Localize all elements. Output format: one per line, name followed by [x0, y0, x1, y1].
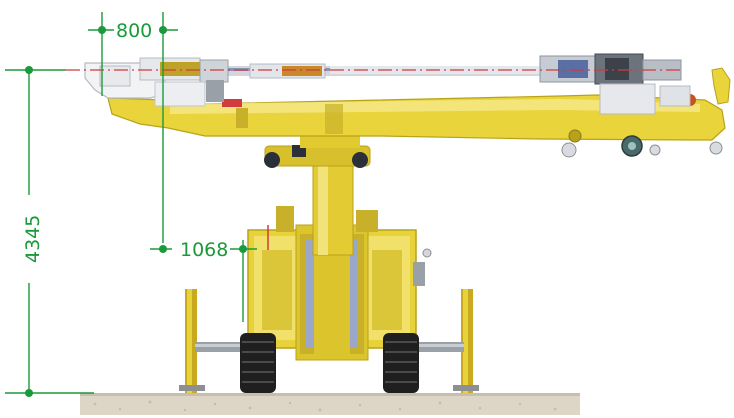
dimension-top-width	[88, 12, 178, 243]
right-track	[383, 333, 419, 393]
ground	[80, 393, 580, 415]
dimension-top-width-label: 800	[116, 20, 152, 42]
dimension-total-height-label: 4345	[22, 215, 44, 263]
dimension-side-offset-label: 1068	[180, 239, 228, 261]
dimension-side-offset	[150, 240, 257, 322]
left-track	[240, 333, 276, 393]
right-stabilizer	[412, 289, 479, 393]
left-stabilizer	[179, 289, 250, 393]
dimension-total-height	[5, 66, 94, 397]
boom	[107, 67, 731, 158]
